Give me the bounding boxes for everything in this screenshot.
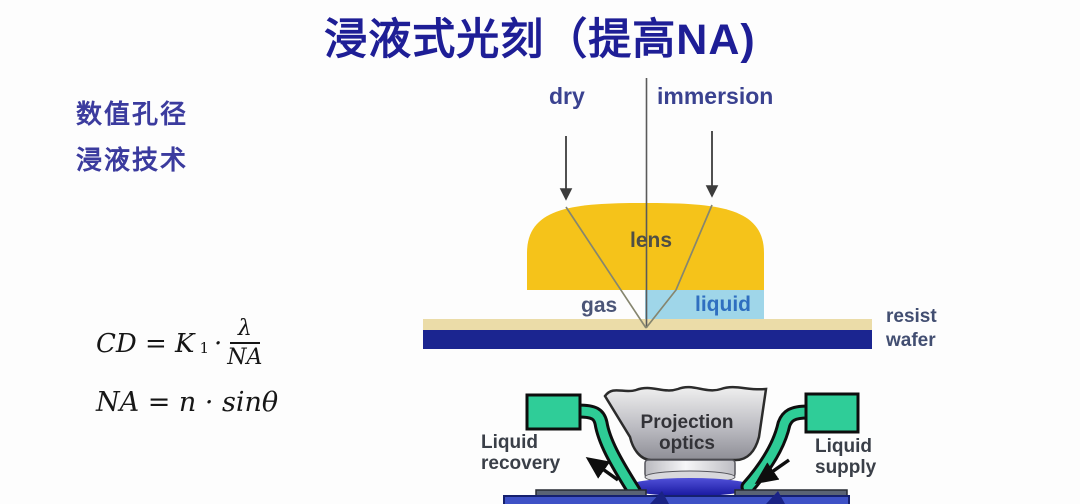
liquid-recovery-line2: recovery [481, 453, 561, 474]
liquid-supply-label: Liquid supply [815, 436, 876, 478]
term-immersion-technique: 浸液技术 [76, 145, 189, 175]
liquid-label: liquid [695, 293, 751, 316]
formula-na: NA = n · sinθ [96, 387, 279, 418]
liquid-supply-line2: supply [815, 457, 877, 478]
projection-optics-label: Projection optics [612, 412, 762, 454]
resist-layer [423, 319, 872, 330]
wafer-stage-bar [503, 495, 850, 504]
wafer-layer [423, 330, 872, 349]
dry-ray [565, 206, 647, 329]
liquid-meniscus [626, 478, 754, 496]
projection-optics-line1: Projection [640, 412, 734, 433]
liquid-recovery-line1: Liquid [481, 432, 538, 453]
formula-cd-fraction: λ NA [227, 316, 263, 371]
resist-label: resist [886, 306, 937, 327]
formula-cd-subscript: 1 [199, 338, 210, 357]
recovery-tank [525, 393, 582, 431]
formula-cd-lead: CD = K [96, 328, 195, 359]
dry-label: dry [549, 83, 585, 109]
gas-label: gas [581, 294, 618, 317]
formula-cd-dot: · [214, 328, 223, 359]
lens-shape [527, 203, 764, 290]
recovery-pipe [573, 406, 639, 496]
recovery-flow-arrow [585, 456, 620, 482]
stage-arrow-right [766, 491, 785, 504]
liquid-recovery-label: Liquid recovery [481, 432, 560, 474]
liquid-supply-line1: Liquid [815, 436, 872, 457]
wafer-label: wafer [886, 330, 936, 351]
formula-cd-denominator: NA [227, 345, 263, 371]
term-numerical-aperture: 数值孔径 [76, 99, 189, 129]
immersion-ray [645, 204, 713, 329]
supply-flow-arrow [754, 458, 791, 485]
supply-tank [804, 392, 860, 434]
projection-optics-line2: optics [659, 433, 715, 454]
slide-title: 浸液式光刻（提高NA) [324, 16, 756, 64]
immersion-label: immersion [657, 83, 774, 109]
lens-label: lens [630, 229, 673, 252]
formula-cd-numerator: λ [229, 316, 260, 345]
stage-arrow-left [650, 491, 669, 504]
